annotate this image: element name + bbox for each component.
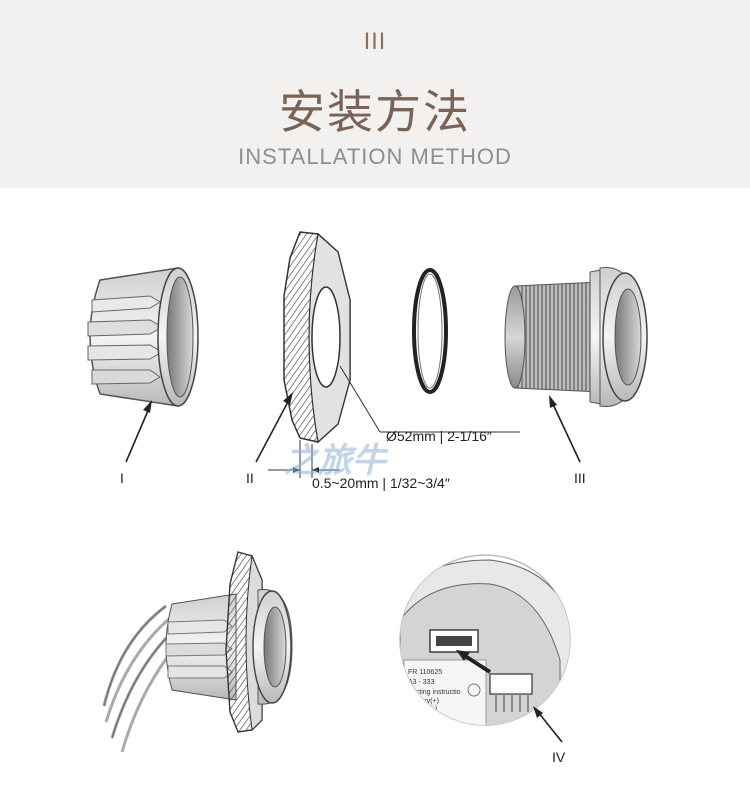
part-i-nut	[87, 267, 199, 407]
panel-line-8: Yellow Light	[408, 730, 445, 737]
label-part-ii: II	[246, 470, 254, 486]
dimension-diameter-label: Ø52mm | 2-1/16″	[386, 428, 492, 444]
part-ii-washer	[283, 231, 351, 444]
panel-line-6: Sensor	[408, 714, 431, 721]
o-ring	[412, 268, 448, 394]
panel-line-5: Battery(-)	[408, 706, 437, 713]
panel-line-7: Red Light	[408, 722, 438, 729]
watermark: 之旅牛	[284, 441, 389, 481]
dimension-thickness-label: 0.5~20mm | 1/32~3/4″	[312, 475, 450, 491]
installation-diagram: Ø52mm | 2-1/16″ 0.5~20mm | 1/32~3/4″ I I…	[87, 231, 648, 765]
part-iii-body	[504, 267, 648, 407]
panel-line-2: A3 - 333	[408, 679, 435, 686]
label-part-i: I	[120, 470, 124, 486]
assembled-unit	[102, 551, 293, 753]
panel-line-3: necting instructio	[408, 689, 461, 696]
header-mark: III	[363, 30, 387, 55]
part-labels: I II III	[120, 392, 586, 486]
panel-line-1: FR 110625	[408, 669, 442, 676]
label-iv-group: IV	[533, 706, 566, 765]
dimension-lines: Ø52mm | 2-1/16″ 0.5~20mm | 1/32~3/4″	[268, 365, 520, 491]
label-part-iv: IV	[552, 749, 566, 765]
page-subtitle: INSTALLATION METHOD	[238, 144, 512, 169]
header-banner: III 安装方法 INSTALLATION METHOD	[0, 0, 750, 188]
connector-detail: FR 110625 A3 - 333 necting instructio Ba…	[399, 554, 571, 737]
label-part-iii: III	[574, 470, 586, 486]
page-title: 安装方法	[279, 85, 471, 139]
